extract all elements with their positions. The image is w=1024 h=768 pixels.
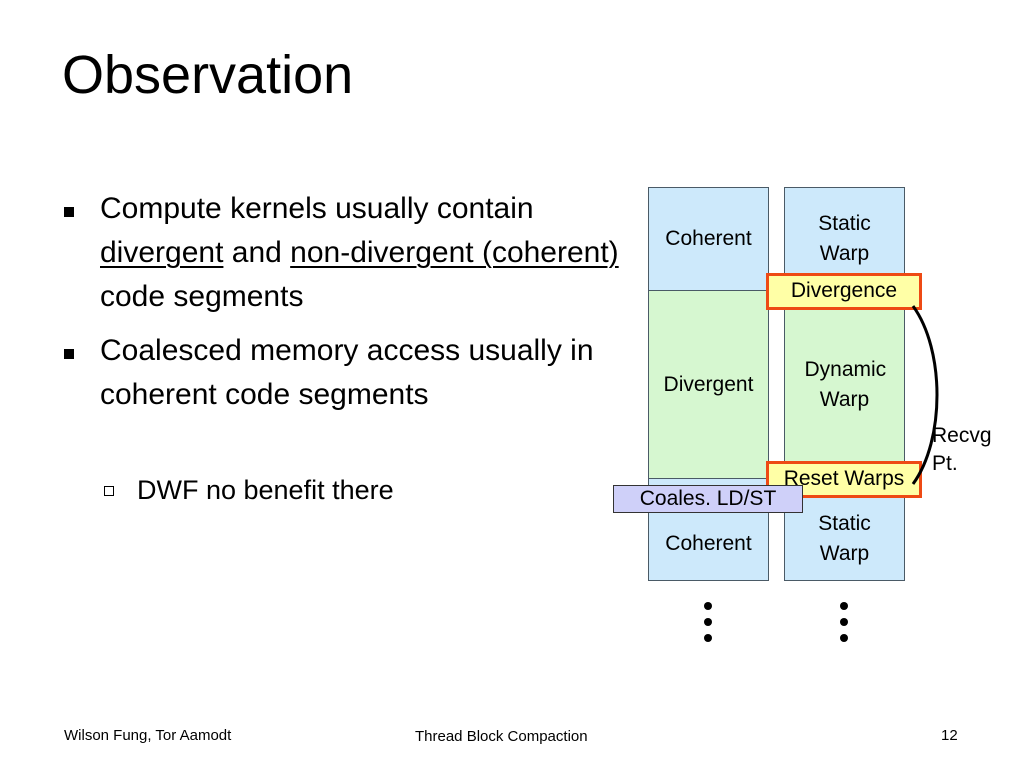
reset-warps-tag: Reset Warps <box>766 461 922 498</box>
footer-page-number: 12 <box>941 727 958 744</box>
bullet-square-icon <box>64 349 74 359</box>
bullet-1-text-a: Compute kernels usually contain <box>100 192 534 225</box>
ellipsis-dot-icon <box>840 618 848 626</box>
ellipsis-dot-icon <box>840 602 848 610</box>
ellipsis-dot-icon <box>840 634 848 642</box>
slide-title: Observation <box>62 45 354 105</box>
footer-authors: Wilson Fung, Tor Aamodt <box>64 727 232 744</box>
bullet-1-underlined-divergent: divergent <box>100 236 224 269</box>
coales-ld-st-tag: Coales. LD/ST <box>613 485 803 513</box>
right-block-label: Static Warp <box>818 511 871 565</box>
right-block-dynamic-warp: Dynamic Warp <box>784 290 905 479</box>
right-block-label: Static Warp <box>818 212 871 265</box>
left-block-divergent: Divergent <box>648 290 769 479</box>
bullet-2: Coalesced memory access usually in coher… <box>100 334 594 411</box>
bullet-1-underlined-non-divergent: non-divergent (coherent) <box>290 236 619 269</box>
bullet-1: Compute kernels usually contain divergen… <box>100 187 660 319</box>
ellipsis-dot-icon <box>704 634 712 642</box>
sub-bullet-hollow-square-icon <box>104 486 114 496</box>
right-block-label: Dynamic Warp <box>804 357 887 411</box>
sub-bullet-1: DWF no benefit there <box>137 475 394 505</box>
left-block-coherent-top: Coherent <box>648 187 769 291</box>
recvg-pt-text: Recvg Pt. <box>932 424 992 475</box>
recvg-bracket-arc <box>911 305 939 485</box>
divergence-tag: Divergence <box>766 273 922 310</box>
ellipsis-dot-icon <box>704 602 712 610</box>
bullet-1-text-b: and <box>223 236 291 269</box>
recvg-pt-label: Recvg Pt. <box>932 422 1002 478</box>
bullet-1-text-c: code segments <box>100 280 304 313</box>
footer-title: Thread Block Compaction <box>415 728 588 745</box>
bullet-square-icon <box>64 207 74 217</box>
ellipsis-dot-icon <box>704 618 712 626</box>
